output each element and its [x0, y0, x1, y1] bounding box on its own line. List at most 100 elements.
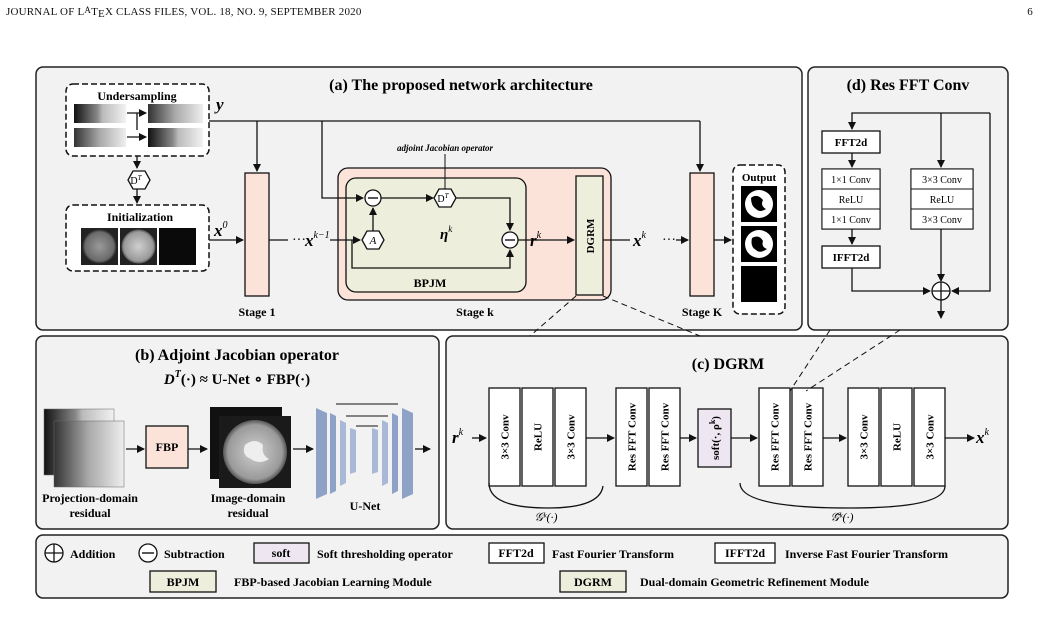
dt-label: DT — [130, 174, 142, 187]
right-conv-1: 3×3 Conv — [922, 175, 962, 186]
legend-soft-desc: Soft thresholding operator — [317, 547, 453, 561]
panel-d: (d) Res FFT Conv FFT2d 1×1 Conv ReLU 1×1… — [807, 66, 1009, 331]
c-left-block-1-label: ReLU — [533, 423, 545, 451]
dt-label-2: DT — [437, 192, 449, 205]
legend-fft-box — [488, 542, 545, 564]
c-right-block-1 — [880, 387, 913, 487]
dgrm-block — [575, 175, 604, 296]
output-label: Output — [742, 172, 777, 184]
legend-fft-box-label: FFT2d — [498, 546, 534, 560]
c-res-right-0-label: Res FFT Conv — [770, 402, 782, 471]
c-right-block-1-label: ReLU — [892, 423, 904, 451]
panel-a-title: (a) The proposed network architecture — [329, 77, 593, 94]
stage-1-block — [244, 172, 270, 297]
g-left-label: 𝒢ᵏ(·) — [535, 510, 558, 524]
stage-k-label: Stage k — [456, 305, 494, 319]
xk1-label: xk−1 — [304, 230, 330, 250]
xk-label: xk — [632, 230, 647, 250]
legend-bpjm-box — [149, 570, 217, 593]
c-right-block-0-label: 3×3 Conv — [859, 414, 871, 460]
output-box: Output — [732, 164, 786, 315]
soft-threshold-label: soft(·, ρk) — [708, 416, 722, 460]
undersampling-box: Undersampling — [65, 83, 210, 157]
fbp-block — [145, 425, 189, 469]
fbp-label: FBP — [156, 440, 179, 454]
fft2d-label: FFT2d — [835, 137, 867, 149]
initialization-label: Initialization — [107, 210, 173, 224]
legend-bpjm-desc: FBP-based Jacobian Learning Module — [234, 575, 432, 589]
c-right-block-0 — [847, 387, 880, 487]
legend-bpjm-box-label: BPJM — [167, 575, 200, 589]
y-label: y — [214, 95, 224, 114]
output-image-3 — [741, 266, 777, 302]
sinogram-full — [74, 104, 126, 123]
right-relu: ReLU — [930, 195, 955, 206]
dots-2: ··· — [662, 233, 676, 248]
panel-c-title: (c) DGRM — [692, 356, 764, 373]
g-right-label: 𝒢̃ᵏ(·) — [831, 510, 854, 524]
panel-d-title: (d) Res FFT Conv — [847, 77, 970, 94]
legend-ifft-box-label: IFFT2d — [725, 546, 765, 560]
c-left-block-2-label: 3×3 Conv — [566, 414, 578, 460]
ifft2d-label: IFFT2d — [833, 252, 870, 264]
c-res-right-0 — [758, 387, 791, 487]
fft2d-block — [821, 130, 881, 154]
dgrm-blocks: 3×3 Conv ReLU 3×3 Conv Res FFT Conv Res FFT … — [488, 387, 975, 487]
stage-K-block — [689, 172, 715, 297]
c-left-block-1 — [521, 387, 554, 487]
sinogram-sub-3 — [148, 128, 203, 147]
legend-ifft-desc: Inverse Fast Fourier Transform — [785, 547, 948, 561]
panel-b-formula: DT(·) ≈ U-Net ∘ FBP(·) — [163, 369, 310, 388]
legend-ifft-box — [714, 542, 776, 564]
c-res-left-1-label: Res FFT Conv — [660, 402, 672, 471]
rk-label: rk — [530, 230, 542, 250]
legend-fft-desc: Fast Fourier Transform — [552, 547, 674, 561]
c-right-block-2-label: 3×3 Conv — [925, 414, 937, 460]
panel-c: (c) DGRM rk 3×3 Conv ReLU 3×3 Conv Res FFT … — [445, 335, 1009, 530]
undersampling-label: Undersampling — [97, 89, 176, 103]
a-operator-label: A — [369, 235, 377, 247]
c-left-block-2 — [554, 387, 587, 487]
c-left-block-0 — [488, 387, 521, 487]
panel-a: (a) The proposed network architecture Un… — [35, 66, 803, 331]
dgrm-label: DGRM — [585, 218, 597, 253]
bpjm-label: BPJM — [414, 276, 447, 290]
right-conv-2: 3×3 Conv — [922, 215, 962, 226]
init-image-2 — [121, 229, 156, 264]
projection-residual-image — [53, 420, 125, 488]
legend-addition: Addition — [70, 547, 116, 561]
sinogram-sub-1 — [148, 104, 203, 123]
legend: Addition Subtraction soft Soft threshold… — [35, 534, 1009, 599]
dots-1: ··· — [292, 233, 306, 248]
soft-threshold-block — [697, 408, 732, 468]
a-operator-icon — [361, 230, 385, 250]
page-number: 6 — [1027, 6, 1033, 18]
bpjm-block — [345, 177, 527, 293]
legend-dgrm-box-label: DGRM — [574, 575, 612, 589]
ifft2d-block — [821, 245, 881, 269]
legend-dgrm-desc: Dual-domain Geometric Refinement Module — [640, 575, 870, 589]
c-rk-label: rk — [452, 427, 464, 447]
init-image-3 — [159, 228, 196, 265]
c-res-left-0-label: Res FFT Conv — [627, 402, 639, 471]
c-left-block-0-label: 3×3 Conv — [500, 414, 512, 460]
x0-label: x0 — [213, 220, 228, 240]
unet-diagram — [316, 403, 413, 499]
left-conv-2: 1×1 Conv — [831, 215, 871, 226]
c-right-block-2 — [913, 387, 946, 487]
c-res-left-0 — [615, 387, 648, 487]
c-res-right-1-label: Res FFT Conv — [803, 402, 815, 471]
legend-dgrm-box — [559, 570, 627, 593]
legend-subtraction: Subtraction — [164, 547, 225, 561]
img-label-2: residual — [227, 506, 269, 520]
left-relu: ReLU — [839, 195, 864, 206]
eta-label: ηk — [440, 224, 453, 243]
unet-label: U-Net — [350, 499, 381, 513]
c-res-right-1 — [791, 387, 824, 487]
init-image-1 — [82, 229, 117, 264]
c-xk-label: xk — [975, 427, 990, 447]
proj-label-1: Projection-domain — [42, 491, 138, 505]
img-label-1: Image-domain — [211, 491, 286, 505]
proj-label-2: residual — [69, 506, 111, 520]
